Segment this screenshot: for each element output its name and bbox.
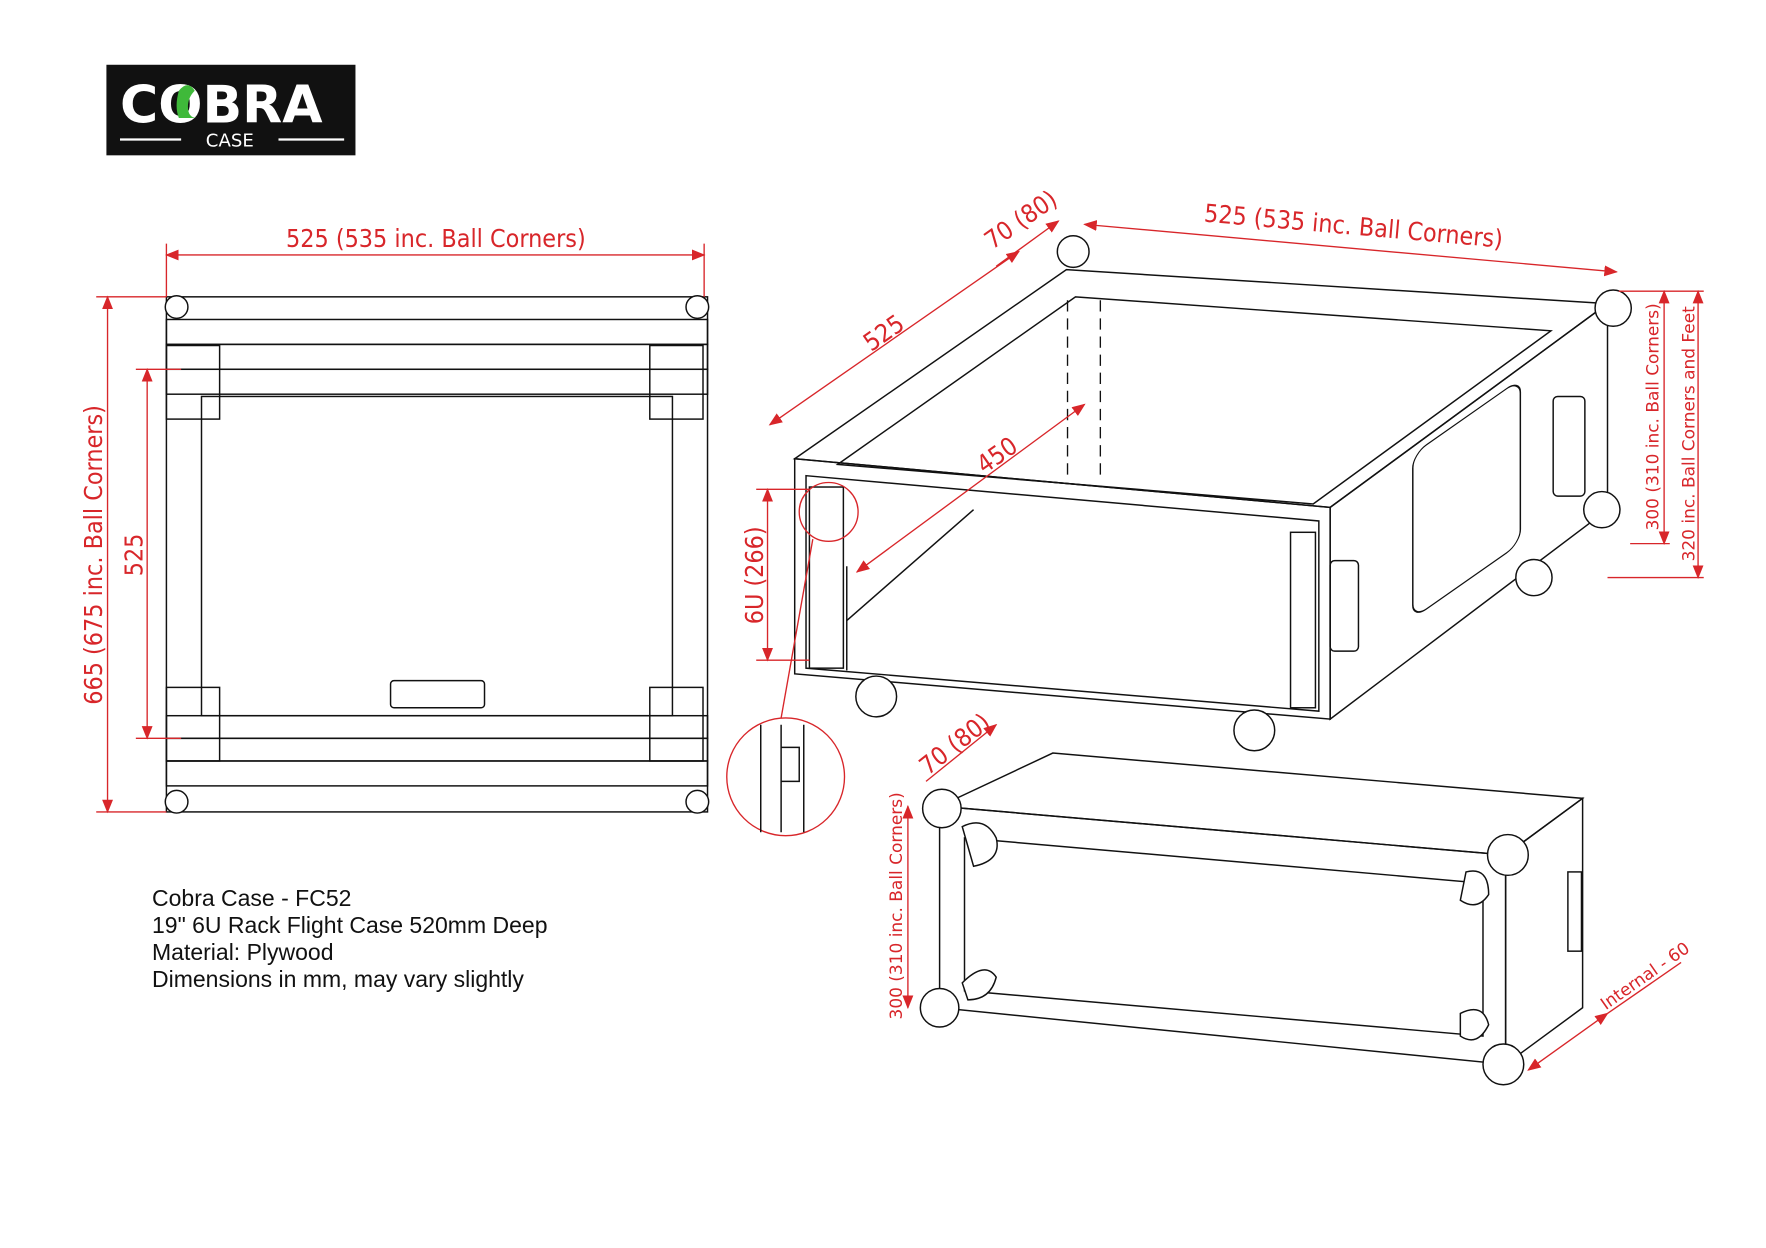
front-height-label: 665 (675 inc. Ball Corners): [79, 405, 108, 705]
cobra-snake-icon: [176, 85, 197, 118]
side-handle: [1412, 384, 1522, 613]
front-view: 525 (535 inc. Ball Corners) 665 (675 inc…: [79, 224, 710, 814]
front-inner-label: 525: [120, 534, 149, 577]
product-description: 19" 6U Rack Flight Case 520mm Deep: [152, 912, 548, 938]
iso-height-label: 300 (310 inc. Ball Corners): [1643, 303, 1663, 530]
iso-height-feet-label: 320 inc. Ball Corners and Feet: [1680, 306, 1700, 562]
isometric-view: 525 70 (80) 450 525 (535 inc. Ball Corne…: [726, 184, 1704, 837]
lid-height-label-top: 70 (80): [914, 708, 996, 781]
lid-view: 70 (80) 300 (310 inc. Ball Corners) Inte…: [887, 708, 1694, 1086]
logo-brand: COBRA: [120, 76, 323, 136]
iso-rack-label: 6U (266): [740, 526, 769, 624]
product-name: Cobra Case - FC52: [152, 885, 352, 911]
latch: [1552, 395, 1586, 497]
latch: [1329, 559, 1360, 652]
logo-sub: CASE: [206, 130, 254, 151]
iso-lid-label: 70 (80): [979, 184, 1062, 255]
iso-depth-label: 525: [858, 309, 910, 357]
iso-width-label: 525 (535 inc. Ball Corners): [1203, 199, 1504, 254]
front-width-label: 525 (535 inc. Ball Corners): [286, 224, 586, 253]
cobra-case-logo: COBRA CASE: [106, 64, 356, 156]
iso-inner-depth-label: 450: [971, 431, 1023, 479]
nameplate: [389, 679, 486, 709]
product-info: Cobra Case - FC52 19" 6U Rack Flight Cas…: [152, 885, 548, 993]
lid-internal-label: Internal - 60: [1597, 939, 1694, 1015]
product-material: Material: Plywood: [152, 939, 334, 965]
lid-height-label: 300 (310 inc. Ball Corners): [887, 792, 907, 1019]
dimension-note: Dimensions in mm, may vary slightly: [152, 966, 524, 992]
